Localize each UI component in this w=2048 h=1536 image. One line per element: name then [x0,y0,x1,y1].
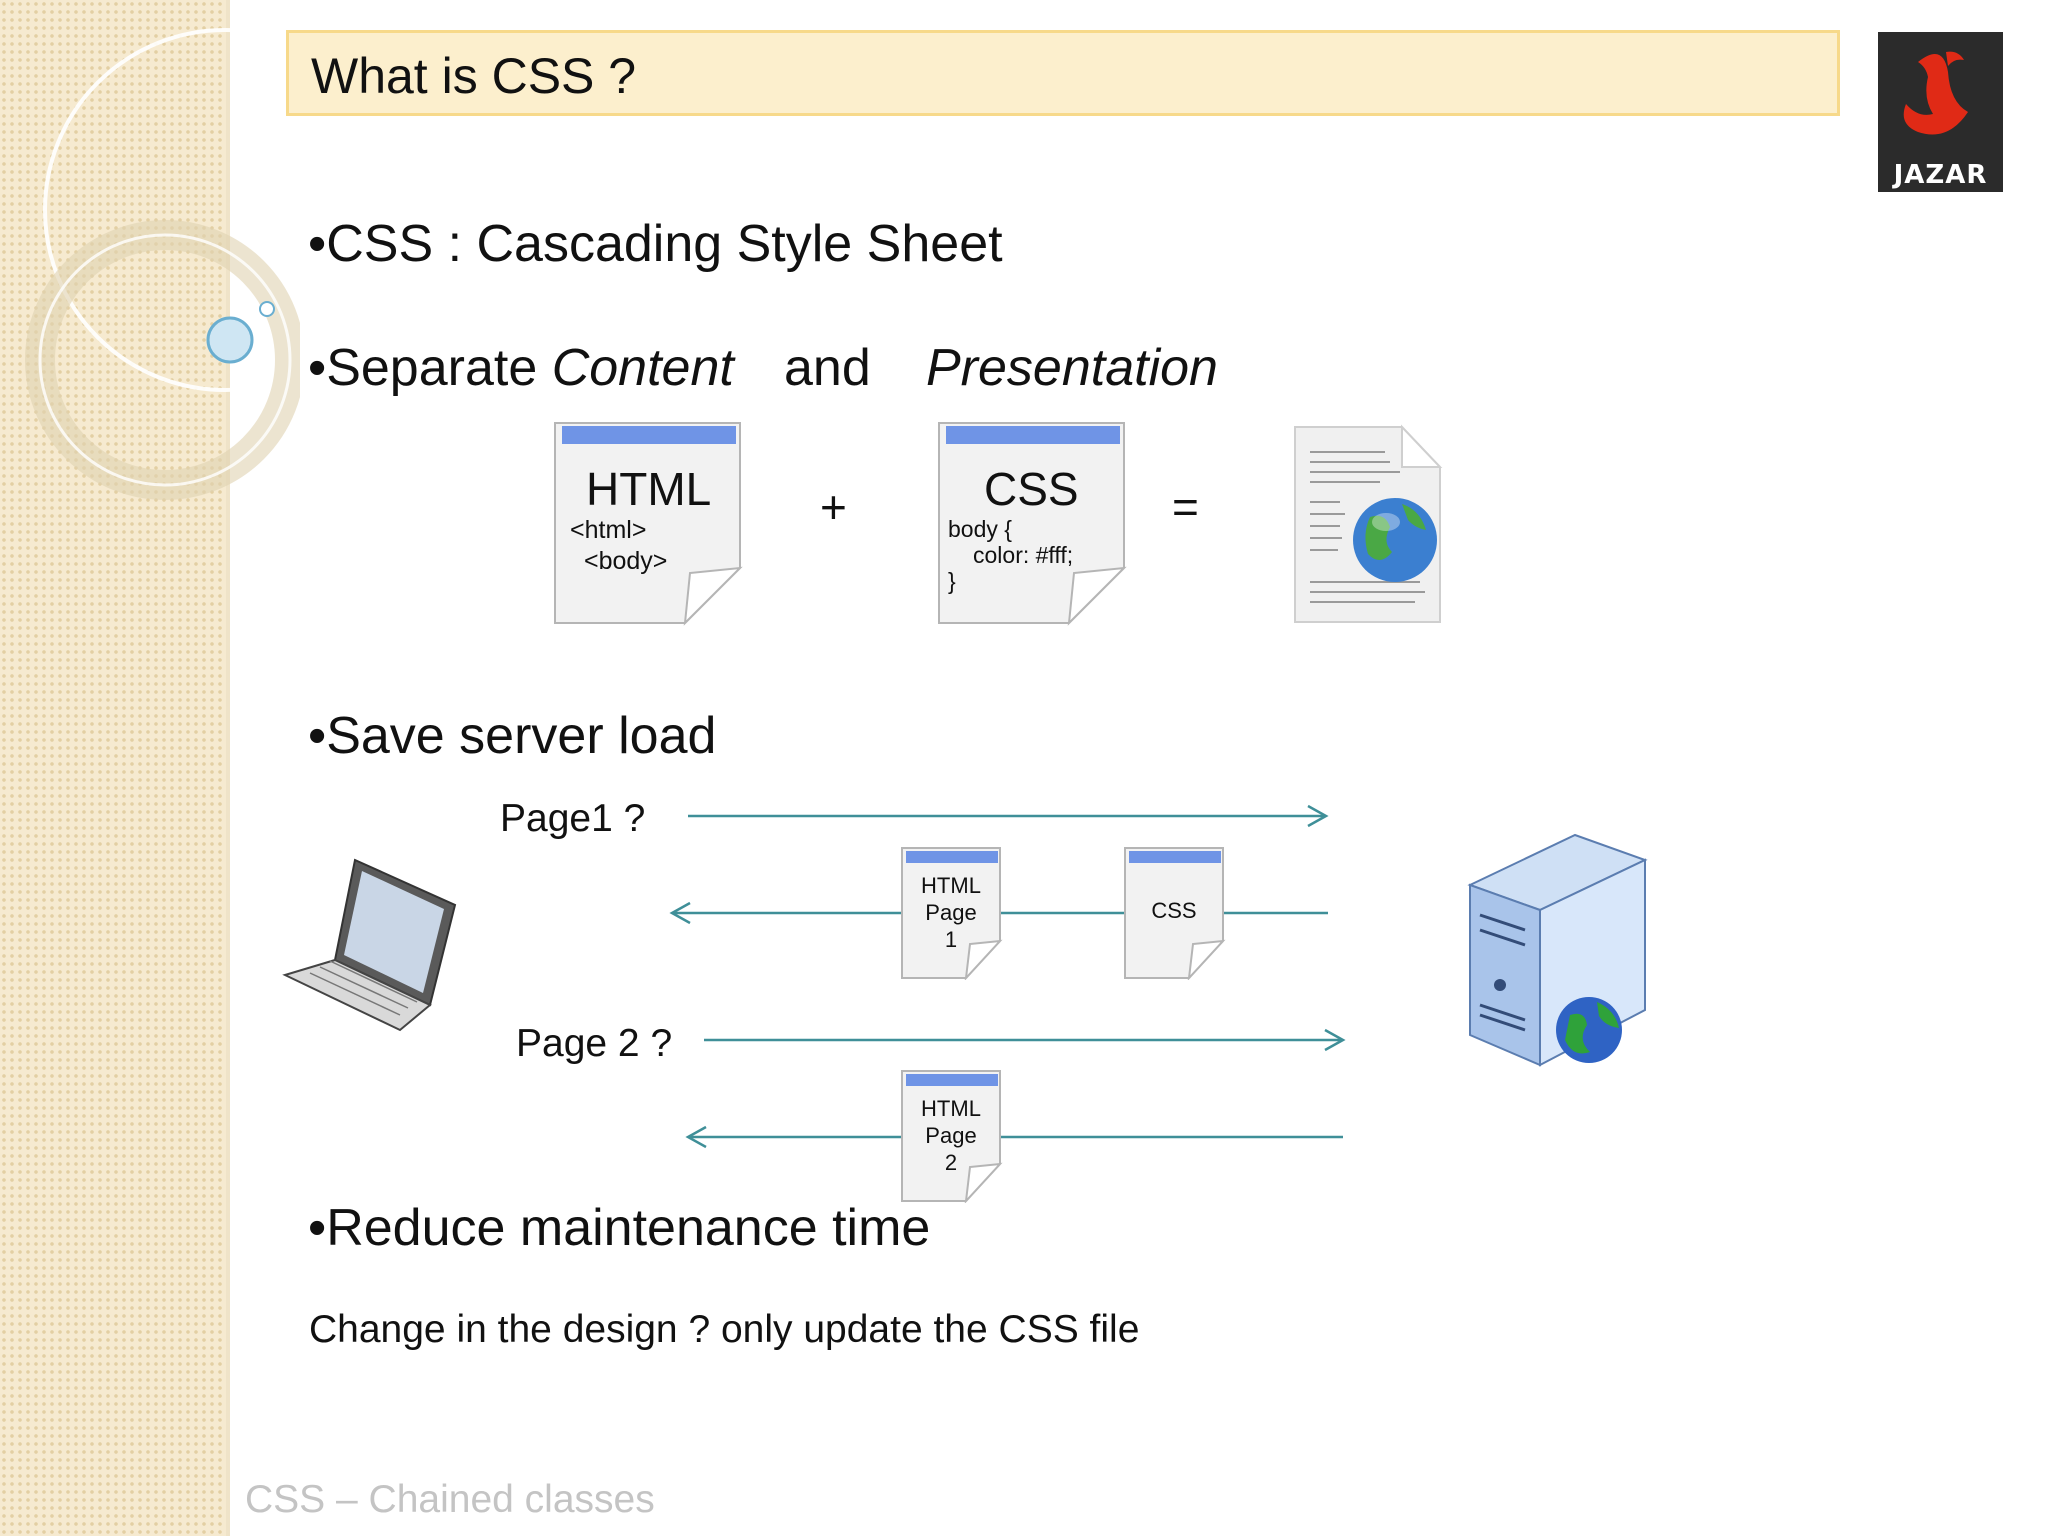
server-globe-icon [1556,997,1622,1063]
title-box: What is CSS ? [286,30,1840,116]
logo-text: JAZAR [1893,160,1988,190]
html-page2-line1: HTML [921,1096,981,1121]
bullet-and-word: and [784,339,871,397]
html-page1-line3: 1 [944,927,958,952]
css-doc-small-icon [1124,847,1226,980]
equals-sign: = [1172,481,1199,533]
css-doc-line1: body { [948,516,1012,542]
bullet-css-definition: •CSS : Cascading Style Sheet [308,215,1003,273]
bullet-save-server-load: •Save server load [308,707,717,765]
bullet-presentation-word: Presentation [926,339,1218,397]
css-doc-line2: color: #fff; [973,542,1074,568]
html-page1-line2: Page [925,900,977,925]
html-page1-line1: HTML [921,873,981,898]
slide-footer: CSS – Chained classes [245,1478,655,1521]
web-page-icon [1294,424,1443,623]
html-page2-line2: Page [925,1123,977,1148]
html-document-icon [554,422,743,626]
css-doc-title: CSS [984,463,1079,515]
html-page2-doc-label: HTML Page 2 [900,1095,1002,1176]
sidebar-edge [226,0,230,1536]
html-doc-title: HTML [586,463,712,515]
html-page1-doc-icon [901,847,1003,980]
arrow-page2-request-head [1324,1028,1346,1052]
decorative-circles [25,28,300,500]
bullet-separate-prefix: •Separate [308,339,552,397]
server-icon [1467,833,1648,1067]
arrow-page2-response-head [685,1125,707,1149]
css-doc-small-label: CSS [1151,898,1197,923]
page1-request-label: Page1 ? [500,797,646,840]
html-page2-line3: 2 [944,1150,958,1175]
bullet-content-word: Content [551,339,734,397]
bullet-reduce-maintenance: •Reduce maintenance time [308,1199,931,1257]
css-document-icon [938,422,1127,626]
maintenance-note: Change in the design ? only update the C… [309,1308,1140,1351]
slide-title: What is CSS ? [311,48,637,104]
bullet-separate: •Separate Content [308,338,734,398]
css-doc-line3: } [948,568,956,594]
html-page1-doc-label: HTML Page 1 [900,872,1002,953]
html-doc-line1: <html> [570,516,647,544]
arrow-page1-response-head [669,901,691,925]
globe-icon [1353,498,1437,582]
arrow-page1-request-head [1307,804,1329,828]
html-doc-line2: <body> [584,547,668,575]
page2-request-label: Page 2 ? [516,1022,673,1065]
html-page2-doc-icon [901,1070,1003,1203]
laptop-icon [282,858,457,1032]
jazar-logo: JAZAR [1878,32,2003,192]
plus-sign: + [820,481,847,533]
jazar-logo-icon [1878,32,2003,192]
